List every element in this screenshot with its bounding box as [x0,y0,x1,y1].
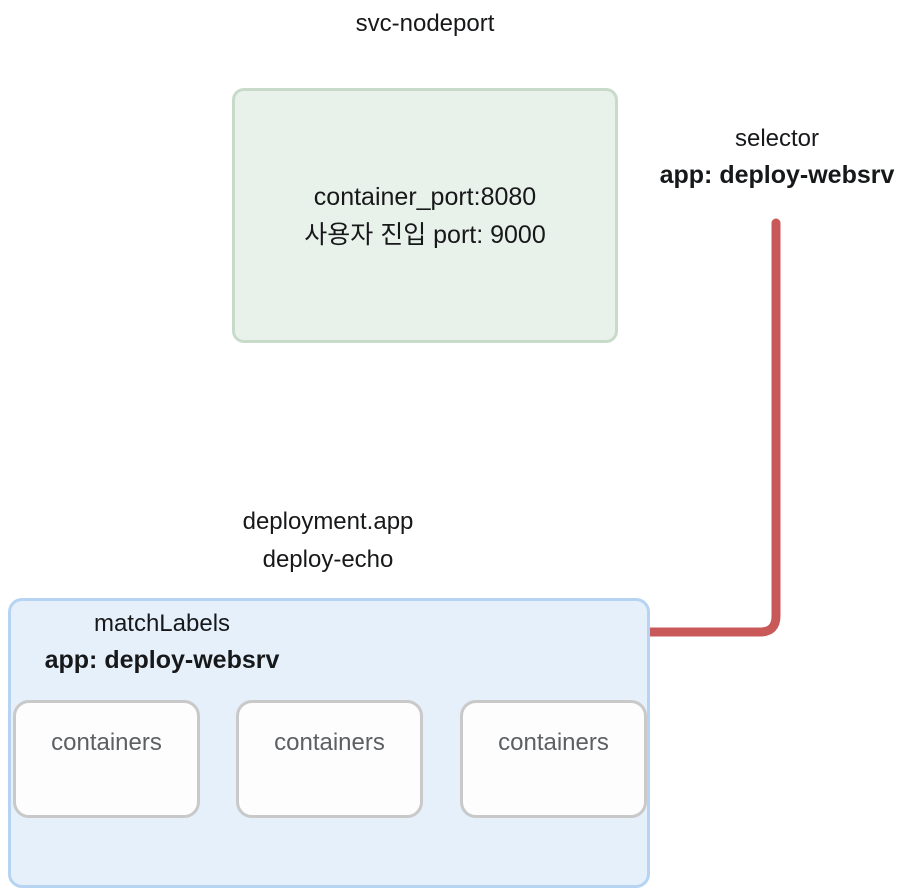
selector-label-block: selector app: deploy-websrv [630,120,924,194]
service-user-entry-port-line: 사용자 진입 port: 9000 [304,220,546,249]
selector-value: app: deploy-websrv [659,161,895,189]
service-container-port-line: container_port:8080 [313,182,537,211]
container-box-3: containers [460,700,647,818]
service-box: container_port:8080 사용자 진입 port: 9000 [232,88,618,343]
match-labels-value: app: deploy-websrv [44,646,280,674]
container-box-1: containers [13,700,200,818]
selector-label: selector [734,125,820,152]
deployment-title-block: deployment.app deploy-echo [222,503,434,579]
deployment-title-line2: deploy-echo [262,546,394,573]
container-box-2: containers [236,700,423,818]
service-box-text: container_port:8080 사용자 진입 port: 9000 [304,178,545,254]
service-title: svc-nodeport [355,10,495,37]
deployment-title-line1: deployment.app [242,508,414,535]
deployment-box: matchLabels app: deploy-websrv container… [8,598,650,888]
match-labels-block: matchLabels app: deploy-websrv [17,605,307,679]
match-labels-label: matchLabels [93,610,231,637]
